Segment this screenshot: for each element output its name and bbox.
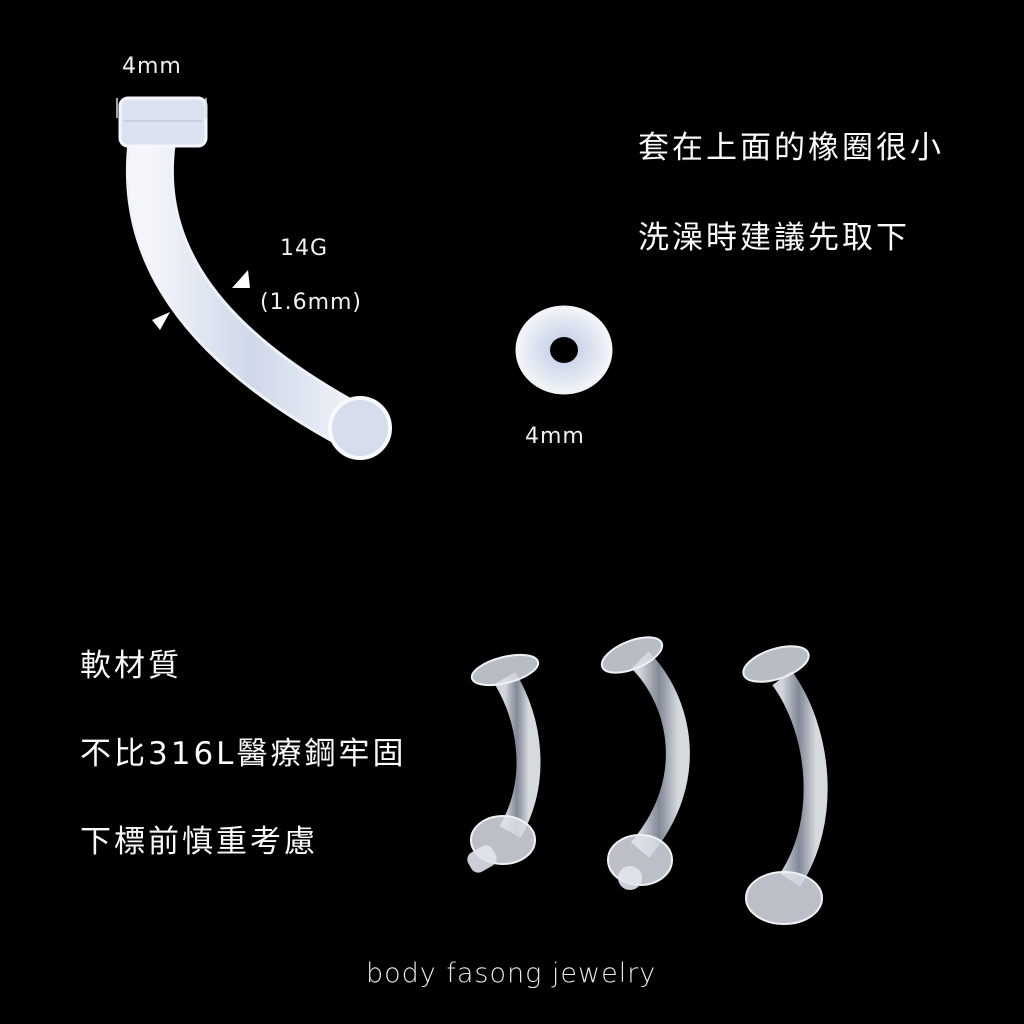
note-not-as-strong: 不比316L醫療鋼牢固 [80,736,407,772]
note-consider-before-buying: 下標前慎重考慮 [80,824,318,860]
top-disc-size-label: 4mm [122,54,182,79]
note-ring-small: 套在上面的橡圈很小 [638,130,944,166]
main-barbell-image [116,96,392,460]
note-remove-before-shower: 洗澡時建議先取下 [638,220,910,256]
o-ring-size-label: 4mm [525,424,585,449]
gauge-arrow-icon [232,270,250,288]
gauge-label: 14G [280,236,329,261]
barbell-variants-image [467,636,828,925]
note-soft-material: 軟材質 [80,648,182,684]
gauge-mm-label: (1.6mm) [260,290,363,315]
gauge-arrow-icon [152,312,170,330]
brand-watermark: body fasong jewelry [366,958,657,989]
o-ring-image [515,305,613,395]
